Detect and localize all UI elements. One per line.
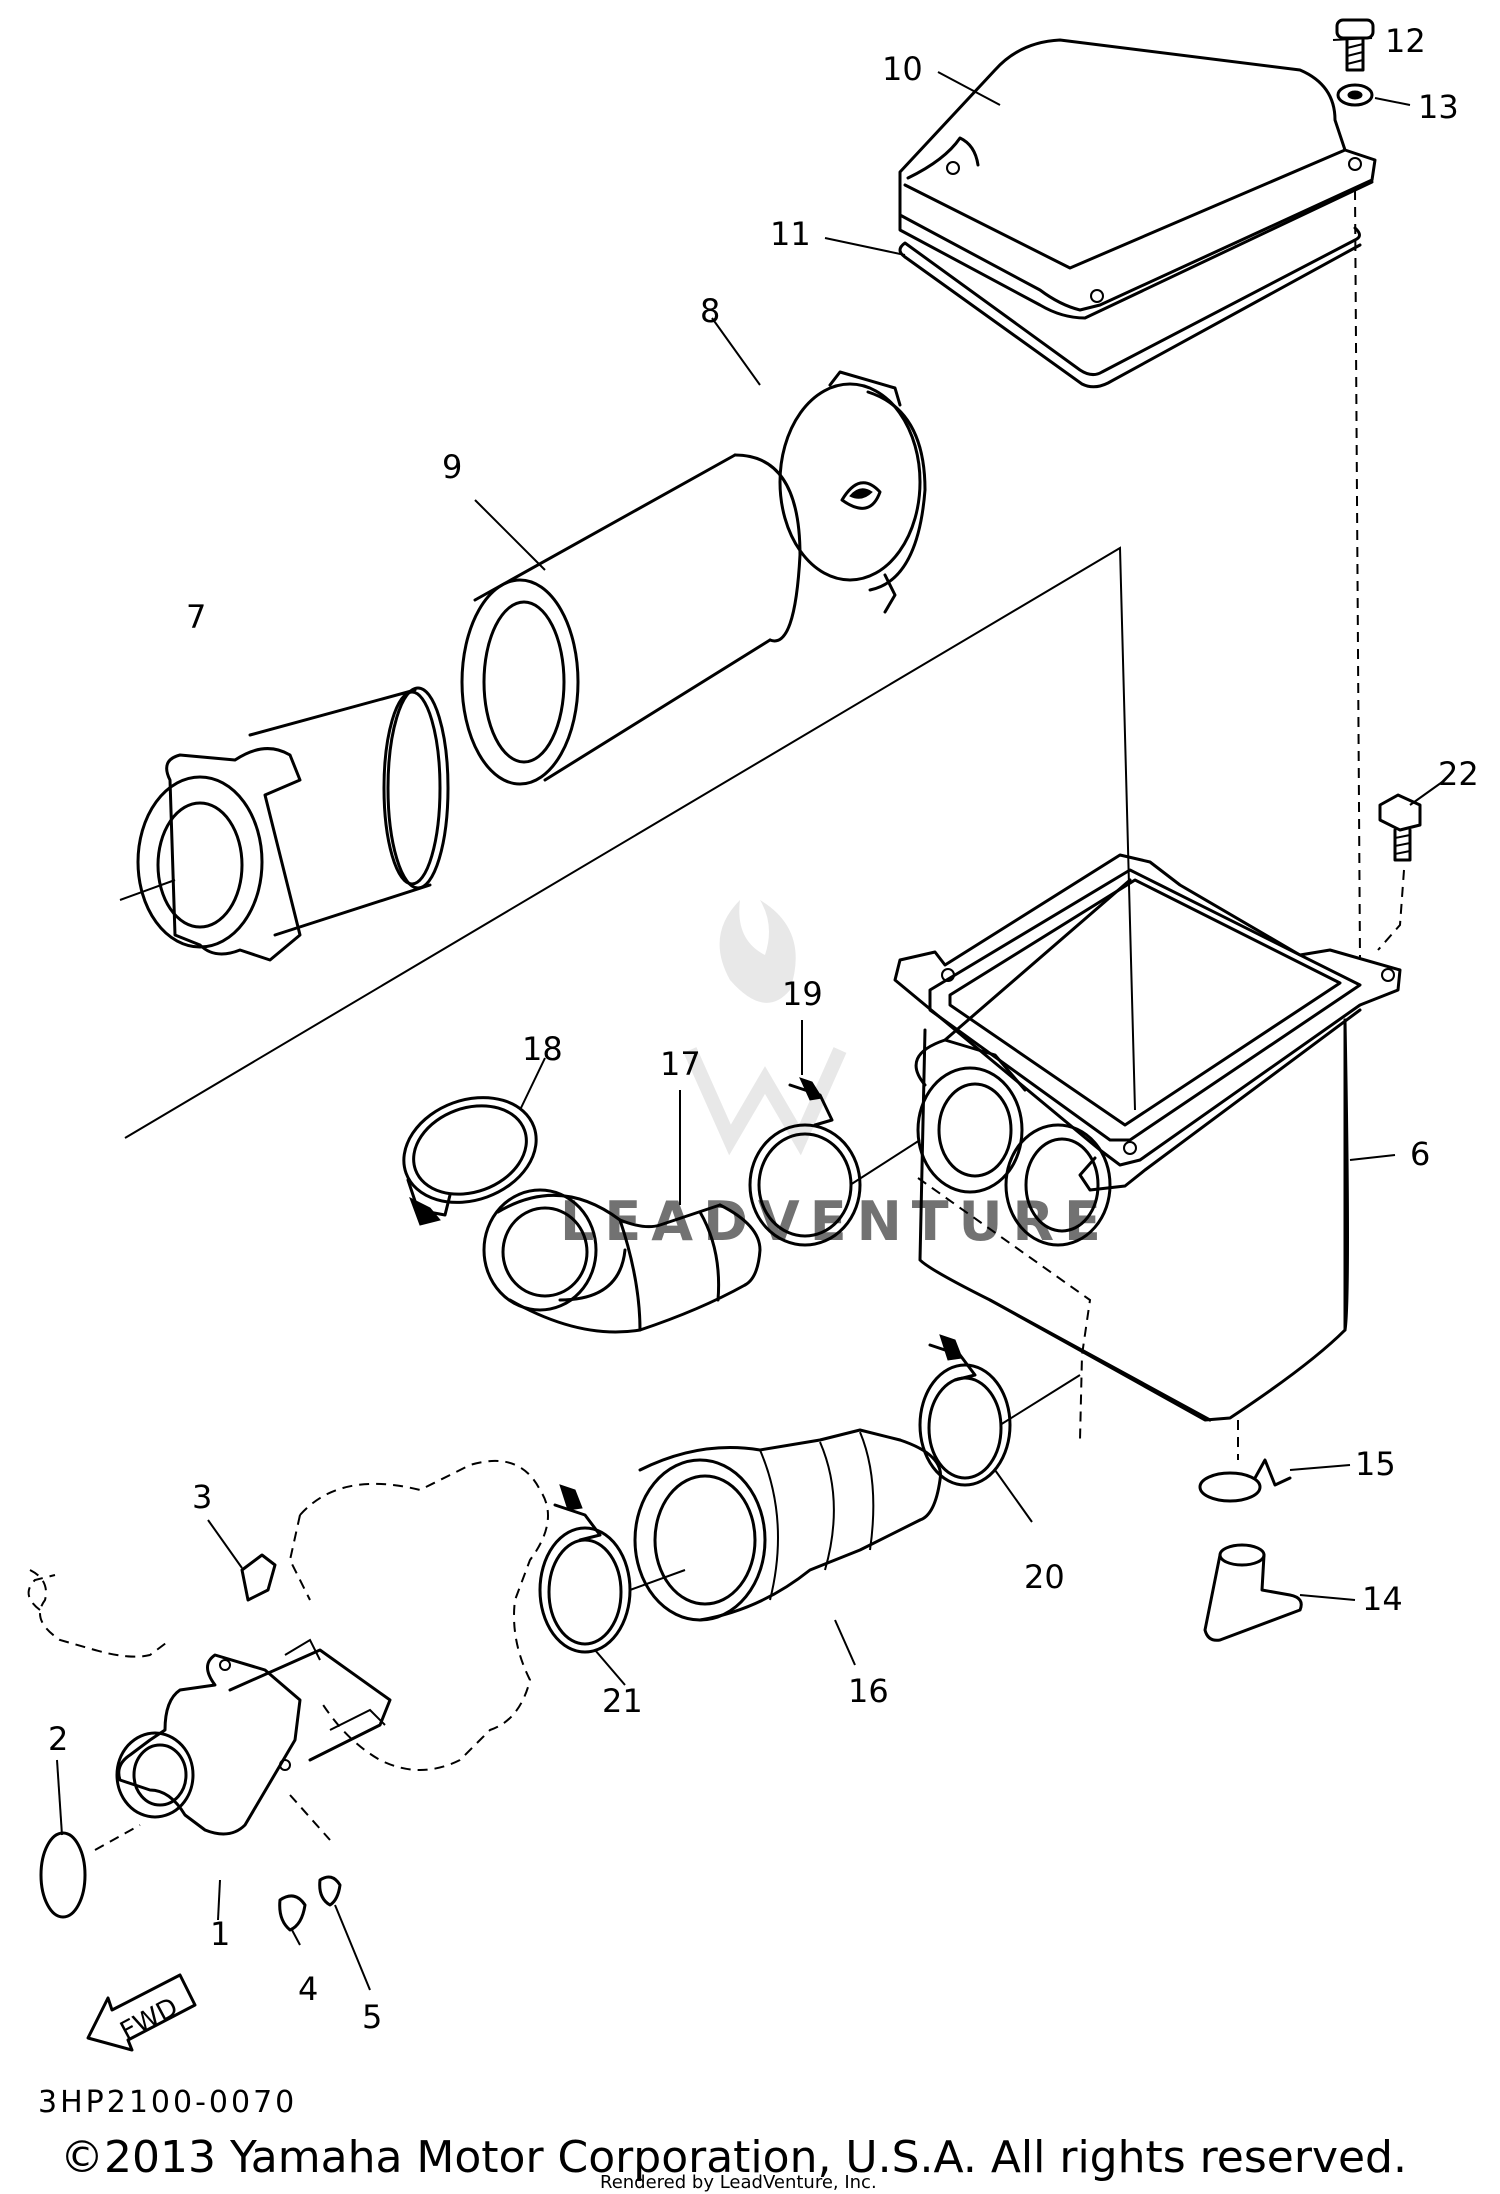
callout-21: 21 <box>602 1682 643 1720</box>
callout-17: 17 <box>660 1045 701 1083</box>
part-16-intake-hose <box>633 1428 942 1622</box>
connector-line-20 <box>999 1374 1081 1426</box>
callout-18: 18 <box>522 1030 563 1068</box>
part-13-washer <box>1336 83 1374 107</box>
part-7-inner-element <box>119 686 450 962</box>
part-3-screw <box>240 1553 277 1602</box>
part-10-case-cover <box>898 38 1377 320</box>
part-15-clip <box>1198 1458 1292 1503</box>
callout-4: 4 <box>298 1970 318 2008</box>
diagram-code: 3HP2100-0070 <box>38 2085 297 2120</box>
part-4-clamp <box>278 1894 307 1932</box>
part-18-clamp <box>402 1096 538 1226</box>
callout-15: 15 <box>1355 1445 1396 1483</box>
callout-8: 8 <box>700 292 720 330</box>
part-1-carburetor-joint <box>115 1638 392 1836</box>
connector-line-21 <box>629 1569 686 1591</box>
callout-10: 10 <box>882 50 923 88</box>
part-8-element-cap <box>778 370 927 614</box>
callout-13: 13 <box>1418 88 1459 126</box>
part-12-bolt <box>1335 18 1375 72</box>
callout-16: 16 <box>848 1672 889 1710</box>
part-20-clamp <box>918 1334 1012 1487</box>
reference-line <box>124 546 1136 1139</box>
fwd-arrow: FWD <box>86 1973 197 2052</box>
callout-1: 1 <box>210 1915 230 1953</box>
callout-12: 12 <box>1385 22 1426 60</box>
alignment-line <box>1354 189 1361 961</box>
callout-9: 9 <box>442 448 462 486</box>
callout-19: 19 <box>782 975 823 1013</box>
alignment-line-5 <box>289 1794 331 1841</box>
callout-20: 20 <box>1024 1558 1065 1596</box>
copyright-notice: ©2013 Yamaha Motor Corporation, U.S.A. A… <box>60 2132 1407 2183</box>
part-9-outer-element <box>460 453 802 786</box>
part-2-o-ring <box>39 1831 87 1919</box>
callouts: 1 2 3 4 5 6 7 8 9 10 11 12 13 14 15 16 1… <box>48 22 1479 2036</box>
part-21-clamp <box>538 1484 632 1654</box>
callout-7: 7 <box>186 598 206 636</box>
render-credit: Rendered by LeadVenture, Inc. <box>600 2172 877 2193</box>
alignment-line-1 <box>94 1824 141 1851</box>
part-5-clamp <box>318 1875 342 1907</box>
part-22-bolt <box>1377 793 1422 951</box>
callout-14: 14 <box>1362 1580 1403 1618</box>
callout-22: 22 <box>1438 755 1479 793</box>
callout-6: 6 <box>1410 1135 1430 1173</box>
callout-2: 2 <box>48 1720 68 1758</box>
engine-outline <box>27 1459 549 1771</box>
part-11-gasket <box>898 226 1362 389</box>
part-17-joint <box>482 1188 762 1334</box>
part-14-drain-hose <box>1203 1543 1303 1642</box>
watermark-text: LEADVENTURE <box>560 1190 1111 1253</box>
callout-5: 5 <box>362 1998 382 2036</box>
watermark: LEADVENTURE <box>560 900 1111 1253</box>
connector-line-19 <box>849 1139 921 1186</box>
callout-leaders <box>56 37 1446 1991</box>
part-6-air-box <box>893 853 1402 1441</box>
fwd-label: FWD <box>115 1992 183 2047</box>
callout-3: 3 <box>192 1478 212 1516</box>
callout-11: 11 <box>770 215 811 253</box>
